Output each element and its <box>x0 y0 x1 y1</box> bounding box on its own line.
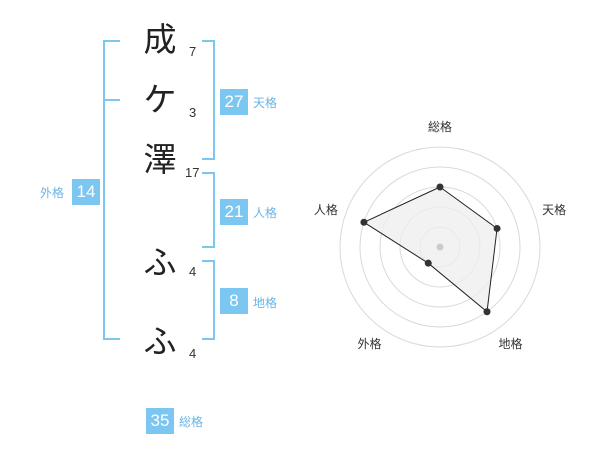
radar-point-3 <box>483 308 491 316</box>
chikaku-value: 8 <box>220 288 248 314</box>
radar-axis-label-5: 人格 <box>314 202 338 217</box>
stroke-count-4: 4 <box>189 264 197 279</box>
name-char-4: ふ <box>143 243 177 282</box>
chikaku-bracket-bottom <box>202 338 215 340</box>
jinkaku-value: 21 <box>220 199 248 225</box>
gaikaku-bracket-mid <box>103 99 120 101</box>
gaikaku-bracket-vertical <box>103 40 105 340</box>
stroke-count-3: 17 <box>185 165 200 180</box>
gaikaku-bracket-top <box>103 40 120 42</box>
radar-area <box>362 186 498 313</box>
chikaku-label: 地格 <box>253 296 278 310</box>
gaikaku-label: 外格 <box>40 186 65 200</box>
soukaku-value: 35 <box>146 408 174 434</box>
radar-point-1 <box>436 183 444 191</box>
radar-center-dot <box>436 243 444 251</box>
radar-ring-4 <box>359 166 521 328</box>
chikaku-bracket-top <box>202 260 215 262</box>
jinkaku-bracket-bottom <box>202 246 215 248</box>
radar-axis-label-4: 外格 <box>357 336 381 351</box>
radar-point-5 <box>360 218 368 226</box>
tenkaku-bracket-bottom <box>202 158 215 160</box>
jinkaku-bracket-top <box>202 172 215 174</box>
name-char-1: 成 <box>143 20 177 59</box>
tenkaku-label: 天格 <box>253 96 278 110</box>
soukaku-label: 総格 <box>179 415 204 429</box>
radar-point-2 <box>493 224 501 232</box>
tenkaku-bracket-vertical <box>213 40 215 160</box>
jinkaku-label: 人格 <box>253 206 278 220</box>
name-char-5: ふ <box>143 322 177 361</box>
tenkaku-bracket-top <box>202 40 215 42</box>
tenkaku-value: 27 <box>220 89 248 115</box>
gaikaku-value: 14 <box>72 179 100 205</box>
stroke-count-1: 7 <box>189 44 197 59</box>
stroke-count-5: 4 <box>189 346 197 361</box>
radar-point-4 <box>424 259 432 267</box>
name-char-3: 澤 <box>143 140 177 179</box>
radar-axis-label-2: 天格 <box>542 202 566 217</box>
jinkaku-bracket-vertical <box>213 172 215 248</box>
radar-axis-label-3: 地格 <box>499 336 523 351</box>
chikaku-bracket-vertical <box>213 260 215 340</box>
name-char-2: ケ <box>143 80 177 119</box>
gaikaku-bracket-bottom <box>103 338 120 340</box>
radar-axis-label-1: 総格 <box>428 119 452 134</box>
stroke-count-2: 3 <box>189 105 197 120</box>
